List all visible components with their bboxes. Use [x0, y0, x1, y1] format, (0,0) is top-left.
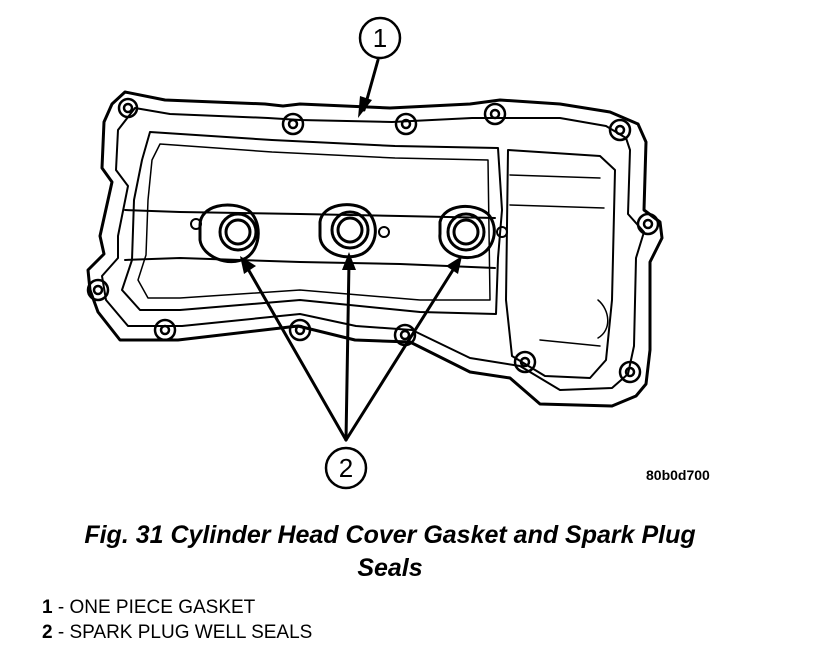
callout-2-circle — [324, 446, 368, 490]
right-compartment-detail — [509, 174, 609, 347]
callout-1-number: 1 — [373, 23, 387, 53]
cover-flange-outline — [86, 90, 664, 408]
legend-item-2: 2 - SPARK PLUG WELL SEALS — [42, 622, 312, 644]
callout-2-number: 2 — [339, 453, 353, 483]
right-compartment — [505, 149, 616, 379]
gasket-groove — [121, 131, 503, 315]
figure-caption-line-1: Fig. 31 Cylinder Head Cover Gasket and S… — [84, 521, 696, 549]
cover-flange-inner — [101, 107, 645, 391]
gasket-groove-inner — [137, 143, 491, 301]
callout-1-circle — [358, 16, 402, 60]
bolt-bosses — [86, 97, 660, 384]
legend-item-number: 2 — [42, 622, 53, 643]
legend-item-text: - SPARK PLUG WELL SEALS — [52, 622, 313, 643]
center-plateau — [124, 209, 496, 219]
callout-1-arrowhead — [358, 96, 372, 118]
cylinder-head-cover-illustration: 1 2 — [86, 16, 664, 490]
spark-plug-well-seals — [198, 203, 496, 264]
legend-item-number: 1 — [42, 597, 53, 618]
callout-2-arrowheads — [240, 252, 462, 274]
figure-caption-line-2: Seals — [357, 554, 423, 582]
legend-item-1: 1 - ONE PIECE GASKET — [42, 597, 255, 619]
legend-item-text: - ONE PIECE GASKET — [52, 597, 256, 618]
figure-reference-code: 80b0d700 — [646, 467, 710, 483]
callout-2-leaders — [242, 260, 460, 442]
seal-bosses — [190, 218, 508, 238]
center-plateau-lower — [124, 257, 496, 269]
